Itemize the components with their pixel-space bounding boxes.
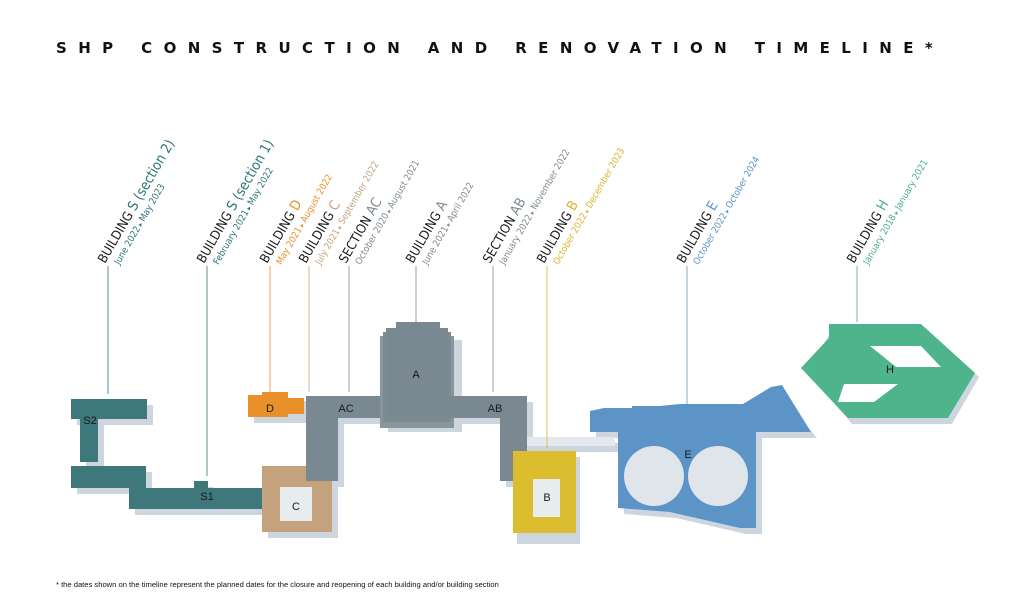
building-a: A <box>380 322 454 428</box>
building-b: B <box>513 451 576 533</box>
end-date: August 2021 <box>386 158 422 210</box>
building-e: E <box>590 385 811 528</box>
building-name: BUILDING S (section 2) <box>95 137 179 266</box>
label-ac: AC <box>338 403 353 415</box>
section-ac: AC <box>306 396 380 481</box>
arrow-icon: ▸ <box>244 203 255 213</box>
building-name-letter: AC <box>363 195 386 218</box>
page-title: SHP CONSTRUCTION AND RENOVATION TIMELINE… <box>56 39 944 57</box>
end-date: October 2024 <box>724 155 762 211</box>
label-b: B <box>543 492 550 504</box>
label-e: E <box>684 449 691 461</box>
building-d: D <box>248 392 304 417</box>
connector-walkway <box>527 437 615 446</box>
timeline-item: BUILDING S (section 2)June 2022 ▸ May 20… <box>95 137 179 394</box>
arrow-icon: ▸ <box>297 220 308 230</box>
arrow-icon: ▸ <box>135 219 146 229</box>
end-date: December 2023 <box>584 146 627 210</box>
label-s1: S1 <box>200 491 213 503</box>
building-s2: S2 <box>71 399 147 462</box>
arrow-icon: ▸ <box>335 222 346 232</box>
label-s2: S2 <box>83 415 96 427</box>
label-d: D <box>266 403 274 415</box>
end-date: January 2021 <box>892 158 930 213</box>
label-h: H <box>886 364 894 376</box>
label-c: C <box>292 501 300 513</box>
arrow-icon: ▸ <box>384 206 395 216</box>
arrow-icon: ▸ <box>527 208 538 218</box>
arrow-icon: ▸ <box>443 219 454 229</box>
arrow-icon: ▸ <box>722 206 733 216</box>
label-a: A <box>412 369 420 381</box>
arrow-icon: ▸ <box>891 208 902 218</box>
end-date: April 2022 <box>445 181 476 224</box>
building-h: H <box>801 324 975 418</box>
footnote: * the dates shown on the timeline repres… <box>56 580 499 589</box>
section-ab: AB <box>449 396 527 481</box>
building-name-letter: AB <box>507 195 529 218</box>
building-s1: S1 <box>71 466 264 509</box>
timeline-item: BUILDING S (section 1)February 2021 ▸ Ma… <box>194 137 277 476</box>
label-ab: AB <box>488 403 503 415</box>
arrow-icon: ▸ <box>582 206 593 216</box>
